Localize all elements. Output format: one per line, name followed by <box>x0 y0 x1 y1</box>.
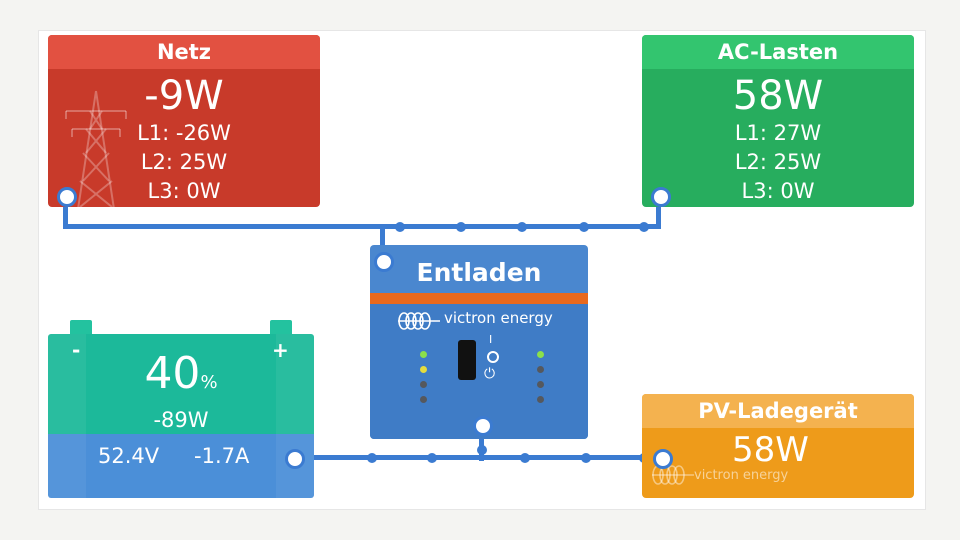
power-pylon-icon <box>65 90 127 207</box>
battery-body: - + 40% -89W 52.4V -1.7A <box>48 334 314 498</box>
flow-dot <box>520 453 530 463</box>
flow-dot <box>367 453 377 463</box>
battery-minus-label: - <box>72 338 81 362</box>
led-yellow <box>420 366 427 373</box>
inverter-brand: victron energy <box>444 309 553 327</box>
battery-terminal-minus <box>70 320 92 336</box>
ac-bus-wire <box>63 224 661 229</box>
grid-phase-l1: L1: -26W <box>137 121 231 145</box>
ac-loads-title: AC-Lasten <box>642 35 914 69</box>
grid-power: -9W <box>144 73 224 119</box>
wire-grid-down <box>63 195 68 228</box>
inverter-ac-connector <box>374 252 394 272</box>
dc-bus-wire <box>292 455 662 460</box>
led-off <box>420 396 427 403</box>
inverter-state: Entladen <box>416 258 542 287</box>
flow-dot <box>639 222 649 232</box>
power-symbol-icon: ⏻ <box>484 366 496 382</box>
ac-phase-l2: L2: 25W <box>734 150 822 174</box>
battery-soc: 40 <box>144 348 201 399</box>
led-off <box>537 366 544 373</box>
flow-dot <box>427 453 437 463</box>
wire-inverter-dc <box>479 425 484 461</box>
ac-phase-l3: L3: 0W <box>741 179 815 203</box>
flow-dot <box>581 453 591 463</box>
battery-plus-label: + <box>272 338 289 362</box>
battery-voltage: 52.4V <box>98 444 160 468</box>
battery-power: -89W <box>153 408 209 432</box>
pv-charger-connector <box>653 449 673 469</box>
ac-phase-l1: L1: 27W <box>734 121 822 145</box>
pv-charger-title: PV-Ladegerät <box>642 394 914 428</box>
led-off <box>537 396 544 403</box>
led-off <box>537 381 544 388</box>
grid-connector <box>57 187 77 207</box>
led-green <box>537 351 544 358</box>
led-off <box>420 381 427 388</box>
wire-inverter-ac <box>380 224 385 260</box>
grid-phase-l2: L2: 25W <box>140 150 228 174</box>
ac-loads-tile[interactable]: AC-Lasten 58W L1: 27W L2: 25W L3: 0W <box>642 35 914 207</box>
battery-terminal-plus <box>270 320 292 336</box>
inverter-front-panel: victron energy I ⏻ <box>370 304 588 439</box>
flow-dot <box>477 445 487 455</box>
battery-current: -1.7A <box>194 444 250 468</box>
inverter-tile[interactable]: Entladen victron energy I ⏻ <box>370 245 588 439</box>
grid-tile[interactable]: Netz -9W L1: -26W L2: 25W L3: 0W <box>48 35 320 207</box>
switch-off-circle <box>487 351 499 363</box>
victron-logo-icon <box>398 312 440 330</box>
flow-dot <box>395 222 405 232</box>
ac-loads-power: 58W <box>732 73 824 119</box>
pv-charger-brand: victron energy <box>694 468 789 483</box>
flow-dot <box>579 222 589 232</box>
inverter-dc-connector <box>473 416 493 436</box>
battery-connector <box>285 449 305 469</box>
led-green <box>420 351 427 358</box>
battery-soc-unit: % <box>200 372 218 393</box>
inverter-power-switch[interactable] <box>458 340 476 380</box>
grid-title: Netz <box>48 35 320 69</box>
wire-ac-down <box>656 195 661 228</box>
inverter-stripe <box>370 293 588 304</box>
switch-on-label: I <box>489 333 493 346</box>
battery-tile[interactable]: - + 40% -89W 52.4V -1.7A <box>48 320 314 498</box>
ac-loads-connector <box>651 187 671 207</box>
flow-dot <box>517 222 527 232</box>
flow-dot <box>456 222 466 232</box>
pv-charger-power: 58W <box>732 430 809 470</box>
pv-charger-tile[interactable]: PV-Ladegerät 58W victron energy <box>642 394 914 498</box>
grid-phase-l3: L3: 0W <box>147 179 221 203</box>
